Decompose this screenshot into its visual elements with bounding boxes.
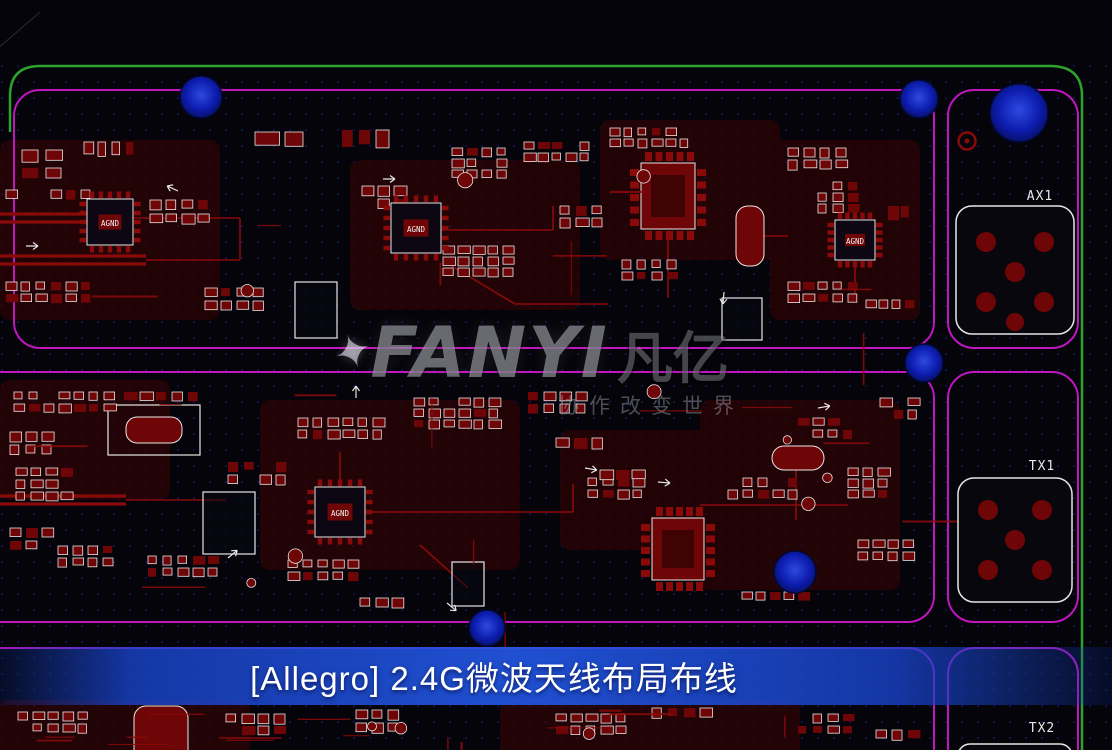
connector-tx2: TX2 [958,721,1072,750]
ic-label-agnd: AGND [101,219,120,228]
connector-label-tx2: TX2 [1029,721,1055,736]
connector-ax1: AX1 [955,189,1075,335]
route-keepin-outline [8,64,1084,750]
caption-banner: [Allegro] 2.4G微波天线布局布线 [0,647,1112,705]
pad-clusters [5,127,960,750]
route-arrows [26,175,831,612]
connector-label-ax1: AX1 [1027,189,1053,204]
corner-scratch-line [0,11,41,48]
ic-label-agnd: AGND [846,237,865,246]
ic-label-agnd: AGND [331,509,350,518]
ic-labels: AGND AGND AGND AGND [101,219,865,518]
connector-tx1: TX1 [957,459,1073,603]
fiducial-ring [957,131,977,151]
caption-text: [Allegro] 2.4G微波天线布局布线 [250,660,738,697]
silkscreen-shapes [107,205,825,750]
connector-label-tx1: TX1 [1029,459,1055,474]
ic-label-agnd: AGND [407,225,426,234]
via-holes [179,75,1049,647]
